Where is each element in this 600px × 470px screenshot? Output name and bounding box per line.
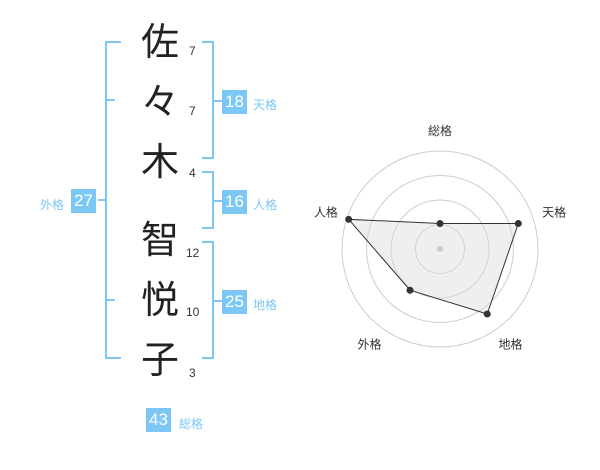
- ten-kaku-value: 18: [222, 90, 247, 114]
- radar-point-2: [514, 220, 522, 228]
- name-char-6: 子: [140, 338, 179, 382]
- radar-axis-label-5: 人格: [314, 205, 338, 220]
- ten-bracket-top: [202, 41, 214, 43]
- radar-axis-label-3: 地格: [499, 336, 523, 351]
- stroke-count-6: 3: [189, 366, 196, 380]
- chi-bracket-bottom: [202, 357, 214, 359]
- ten-bracket-middle: [214, 100, 222, 102]
- chi-kaku-label: 地格: [253, 298, 278, 312]
- jin-bracket-top: [202, 171, 214, 173]
- stroke-count-5: 10: [186, 305, 200, 319]
- radar-point-3: [483, 310, 491, 318]
- outer-bracket-vertical: [105, 41, 107, 359]
- ten-bracket-bottom: [202, 157, 214, 159]
- gai-kaku-value: 27: [71, 189, 96, 213]
- chi-bracket-middle: [214, 300, 222, 302]
- name-char-5: 悦: [140, 278, 179, 322]
- jin-bracket-vertical: [212, 171, 214, 229]
- chi-bracket-top: [202, 241, 214, 243]
- chi-bracket-vertical: [212, 241, 214, 359]
- outer-bracket-tick-1: [107, 99, 115, 101]
- chi-kaku-value: 25: [222, 290, 247, 314]
- radar-ring-3: [366, 175, 514, 323]
- name-char-1: 佐: [140, 20, 179, 64]
- jin-kaku-label: 人格: [253, 198, 278, 212]
- stroke-count-4: 12: [186, 246, 200, 260]
- stroke-count-1: 7: [189, 44, 196, 58]
- name-char-2: 々: [140, 80, 179, 124]
- radar-point-5: [345, 215, 353, 223]
- radar-axis-label-4: 外格: [357, 336, 381, 351]
- sou-kaku-label: 総格: [179, 417, 204, 431]
- radar-center: [437, 246, 443, 252]
- gai-kaku-label: 外格: [40, 198, 65, 212]
- ten-bracket-vertical: [212, 41, 214, 159]
- radar-ring-2: [390, 199, 490, 299]
- radar-axis-label-2: 天格: [542, 205, 566, 220]
- radar-point-1: [436, 220, 444, 228]
- ten-kaku-label: 天格: [253, 98, 278, 112]
- jin-bracket-bottom: [202, 227, 214, 229]
- radar-polygon: [347, 218, 519, 315]
- stroke-count-2: 7: [189, 104, 196, 118]
- outer-bracket-bottom: [105, 357, 121, 359]
- radar-ring-4: [341, 150, 539, 348]
- jin-kaku-value: 16: [222, 190, 247, 214]
- sou-kaku-value: 43: [146, 408, 171, 432]
- outer-bracket-tick-2: [107, 299, 115, 301]
- radar-point-4: [406, 286, 414, 294]
- radar-axis-label-1: 総格: [428, 123, 452, 138]
- name-char-4: 智: [140, 218, 179, 262]
- name-char-3: 木: [140, 140, 179, 184]
- stroke-count-3: 4: [189, 166, 196, 180]
- outer-bracket-top: [105, 41, 121, 43]
- outer-bracket-middle: [98, 199, 105, 201]
- jin-bracket-middle: [214, 200, 222, 202]
